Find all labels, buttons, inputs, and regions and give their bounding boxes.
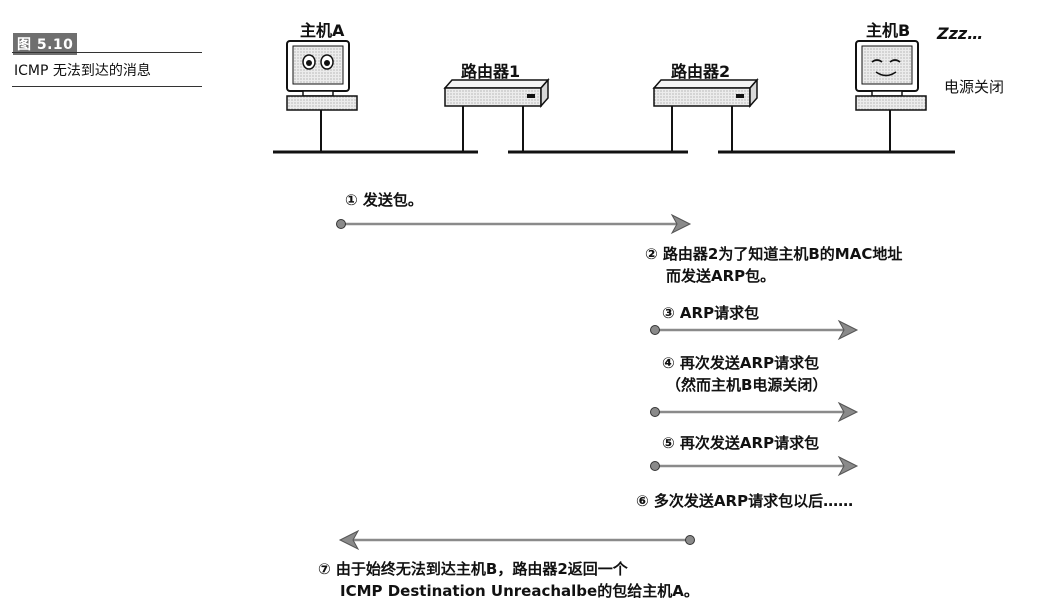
arrow-step-3 [650,319,859,341]
step-3-text: ③ ARP请求包 [662,304,760,322]
host-b-sleep-text: Zzz… [937,24,984,43]
host-a-label: 主机A [300,21,345,40]
step-4-text-line-2: （然而主机B电源关闭） [666,376,828,394]
step-6-text: ⑥ 多次发送ARP请求包以后…… [636,492,854,510]
step-5-text: ⑤ 再次发送ARP请求包 [662,434,820,452]
step-7-text-line-1: ⑦ 由于始终无法到达主机B，路由器2返回一个 [318,560,628,578]
caption-top-rule [12,52,202,53]
step-7-text-line-2: ICMP Destination Unreachalbe的包给主机A。 [340,582,699,600]
arrow-step-1 [336,213,692,235]
figure-number: 图 5.10 [13,33,78,55]
step-4-text-line-1: ④ 再次发送ARP请求包 [662,354,820,372]
host-b-computer-icon [855,40,927,152]
figure-caption: ICMP 无法到达的消息 [14,63,151,79]
host-b-power-status: 电源关闭 [944,78,1005,96]
router-1-icon [443,78,550,152]
host-b-label: 主机B [866,21,911,40]
host-a-computer-icon [286,40,358,152]
router-2-icon [652,78,759,152]
caption-bottom-rule [12,86,202,87]
arrow-step-5 [650,455,859,477]
arrow-step-4 [650,401,859,423]
router-2-label: 路由器2 [671,62,731,81]
step-1-text: ① 发送包。 [345,191,423,209]
arrow-step-7 [338,529,695,551]
router-1-label: 路由器1 [461,62,521,81]
step-2-text-line-1: ② 路由器2为了知道主机B的MAC地址 [645,245,903,263]
step-2-text-line-2: 而发送ARP包。 [666,267,776,285]
